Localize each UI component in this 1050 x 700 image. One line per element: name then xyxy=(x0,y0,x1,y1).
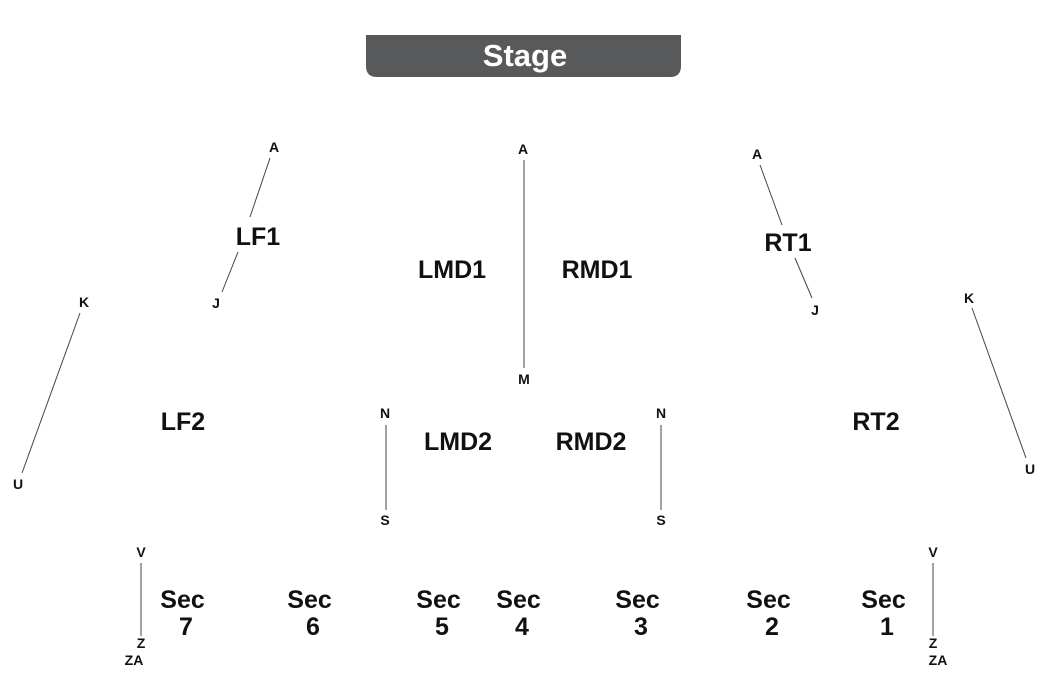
row-letters: A J A M A J K U K U N S N S V Z ZA V Z Z… xyxy=(13,139,1035,668)
lf1-row-line-upper xyxy=(249,157,271,218)
stage: Stage xyxy=(366,35,681,77)
section-rt2[interactable]: RT2 xyxy=(852,408,899,436)
row-label-lf2-start: K xyxy=(79,294,89,310)
section-lf1[interactable]: LF1 xyxy=(236,223,281,251)
section-sec3-word: Sec xyxy=(615,586,660,614)
section-rmd2[interactable]: RMD2 xyxy=(556,428,627,456)
lf2-row-line xyxy=(21,312,81,474)
row-label-sec7-end: Z xyxy=(137,635,146,651)
section-sec3[interactable]: Sec 3 xyxy=(615,586,666,641)
section-sec7-number: 7 xyxy=(179,613,193,641)
section-sec2[interactable]: Sec 2 xyxy=(746,586,797,641)
row-label-sec7-extra: ZA xyxy=(125,652,144,668)
section-sec5[interactable]: Sec 5 xyxy=(416,586,467,641)
section-sec7-word: Sec xyxy=(160,586,205,614)
row-label-center-start: A xyxy=(518,141,528,157)
section-sec2-word: Sec xyxy=(746,586,791,614)
section-sec1-number: 1 xyxy=(880,613,894,641)
row-label-lmd2-start: N xyxy=(380,405,390,421)
row-label-rmd2-start: N xyxy=(656,405,666,421)
section-rt1[interactable]: RT1 xyxy=(764,229,811,257)
stage-shape xyxy=(366,35,681,77)
row-label-sec7-start: V xyxy=(136,544,146,560)
section-sec6-number: 6 xyxy=(306,613,320,641)
row-guides xyxy=(21,157,1027,636)
row-label-rt2-start: K xyxy=(964,290,974,306)
section-sec5-number: 5 xyxy=(435,613,449,641)
section-sec5-word: Sec xyxy=(416,586,461,614)
section-sec6-word: Sec xyxy=(287,586,332,614)
rt2-row-line xyxy=(971,307,1027,459)
row-label-center-end: M xyxy=(518,371,530,387)
stage-label: Stage xyxy=(483,38,567,73)
section-lf2[interactable]: LF2 xyxy=(161,408,205,436)
section-sec6[interactable]: Sec 6 xyxy=(287,586,338,641)
section-lmd2[interactable]: LMD2 xyxy=(424,428,492,456)
section-lmd1[interactable]: LMD1 xyxy=(418,256,486,284)
section-sec2-number: 2 xyxy=(765,613,779,641)
rt1-row-line-lower xyxy=(794,257,813,299)
rt1-row-line-upper xyxy=(759,164,783,226)
row-label-rt2-end: U xyxy=(1025,461,1035,477)
section-rmd1[interactable]: RMD1 xyxy=(562,256,633,284)
row-label-lmd2-end: S xyxy=(380,512,389,528)
row-label-lf1-start: A xyxy=(269,139,279,155)
row-label-sec1-start: V xyxy=(928,544,938,560)
section-sec3-number: 3 xyxy=(634,613,648,641)
section-sec4-word: Sec xyxy=(496,586,541,614)
section-sec1-word: Sec xyxy=(861,586,906,614)
section-sec7[interactable]: Sec 7 xyxy=(160,586,211,641)
row-label-lf1-end: J xyxy=(212,295,220,311)
row-label-rt1-end: J xyxy=(811,302,819,318)
section-sec4[interactable]: Sec 4 xyxy=(496,586,547,641)
row-label-lf2-end: U xyxy=(13,476,23,492)
row-label-sec1-end: Z xyxy=(929,635,938,651)
row-label-rt1-start: A xyxy=(752,146,762,162)
section-labels: LF1 LMD1 RMD1 RT1 LF2 LMD2 RMD2 RT2 Sec … xyxy=(160,223,912,641)
lf1-row-line-lower xyxy=(221,251,239,293)
row-label-sec1-extra: ZA xyxy=(929,652,948,668)
section-sec4-number: 4 xyxy=(515,613,529,641)
section-sec1[interactable]: Sec 1 xyxy=(861,586,912,641)
row-label-rmd2-end: S xyxy=(656,512,665,528)
